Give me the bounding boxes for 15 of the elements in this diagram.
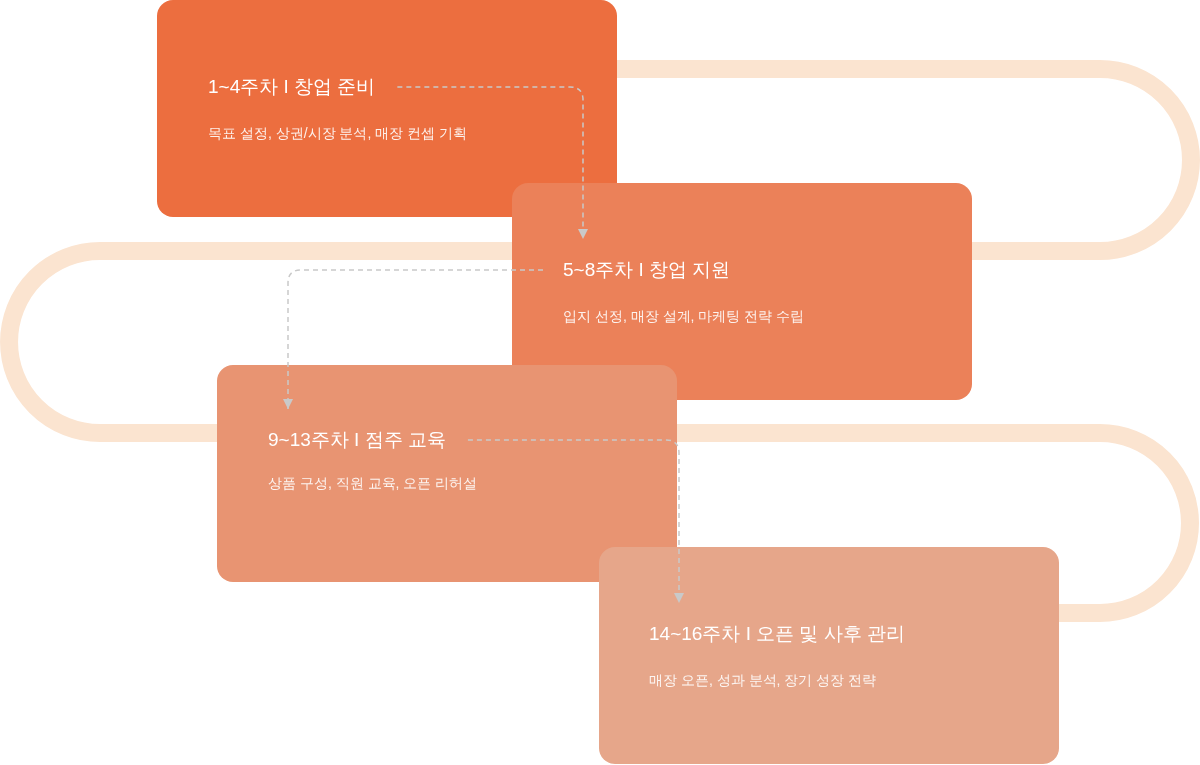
step-title: 5~8주차 I 창업 지원 [563,259,731,281]
step-title: 14~16주차 I 오픈 및 사후 관리 [649,623,906,645]
step-card [157,0,617,217]
dashed-arrow [283,269,544,410]
step-description: 입지 선정, 매장 설계, 마케팅 전략 수립 [563,307,805,325]
step-description: 매장 오픈, 성과 분석, 장기 성장 전략 [649,671,877,689]
step-title: 1~4주차 I 창업 준비 [208,76,376,98]
step-description: 상품 구성, 직원 교육, 오픈 리허설 [268,474,478,492]
step-description: 목표 설정, 상권/시장 분석, 매장 컨셉 기획 [208,124,467,142]
step-title: 9~13주차 I 점주 교육 [268,429,446,451]
step-card [512,183,972,400]
step-card [599,547,1059,764]
dashed-arrow [396,86,588,240]
dashed-arrow [467,439,684,604]
step-card [217,365,677,582]
